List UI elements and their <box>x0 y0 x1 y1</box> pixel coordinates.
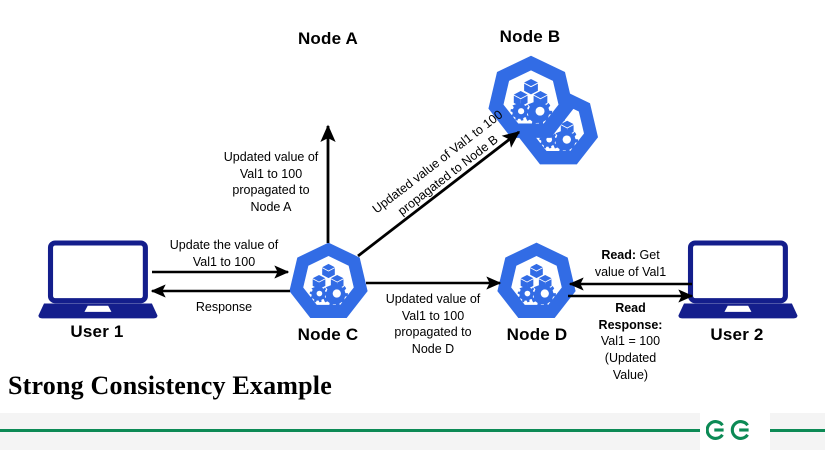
node-c-label: Node C <box>297 325 359 344</box>
page-title: Strong Consistency Example <box>8 371 332 400</box>
footer-rule-left <box>0 429 700 432</box>
user-2-laptop-icon <box>678 243 797 318</box>
geeksforgeeks-logo <box>700 410 770 450</box>
user-1-laptop-icon <box>38 243 157 318</box>
node-d-icon <box>497 242 576 319</box>
footer-rule-right <box>770 429 825 432</box>
node-d-label: Node D <box>506 325 568 344</box>
edge-label-user2-to-noded: Read: Get value of Val1 <box>574 247 687 280</box>
node-a-label: Node A <box>297 29 359 48</box>
read-rest-text: Get value of Val1 <box>594 248 667 279</box>
edge-label-nodec-to-user1: Response <box>195 300 253 314</box>
edge-label-nodec-to-noded: Updated value of Val1 to 100 propagated … <box>385 292 481 356</box>
read-response-strong-text: Read Response: <box>598 301 663 332</box>
arrow-nodec-to-nodeb <box>357 130 521 258</box>
node-b-label: Node B <box>499 27 561 46</box>
gfg-logo-mark <box>706 420 749 440</box>
edge-label-user1-to-nodec: Update the value of Val1 to 100 <box>169 238 279 269</box>
node-c-icon <box>289 242 368 319</box>
user-1-label: User 1 <box>70 322 124 341</box>
user-2-label: User 2 <box>710 325 764 344</box>
edge-label-noded-to-user2: Read Response: Val1 = 100 (Updated Value… <box>574 300 687 383</box>
footer-bar <box>0 413 825 450</box>
read-response-rest-text: Val1 = 100 (Updated Value) <box>600 334 661 382</box>
read-strong-text: Read: <box>601 248 637 262</box>
edge-label-nodec-to-nodea: Updated value of Val1 to 100 propagated … <box>223 150 319 214</box>
